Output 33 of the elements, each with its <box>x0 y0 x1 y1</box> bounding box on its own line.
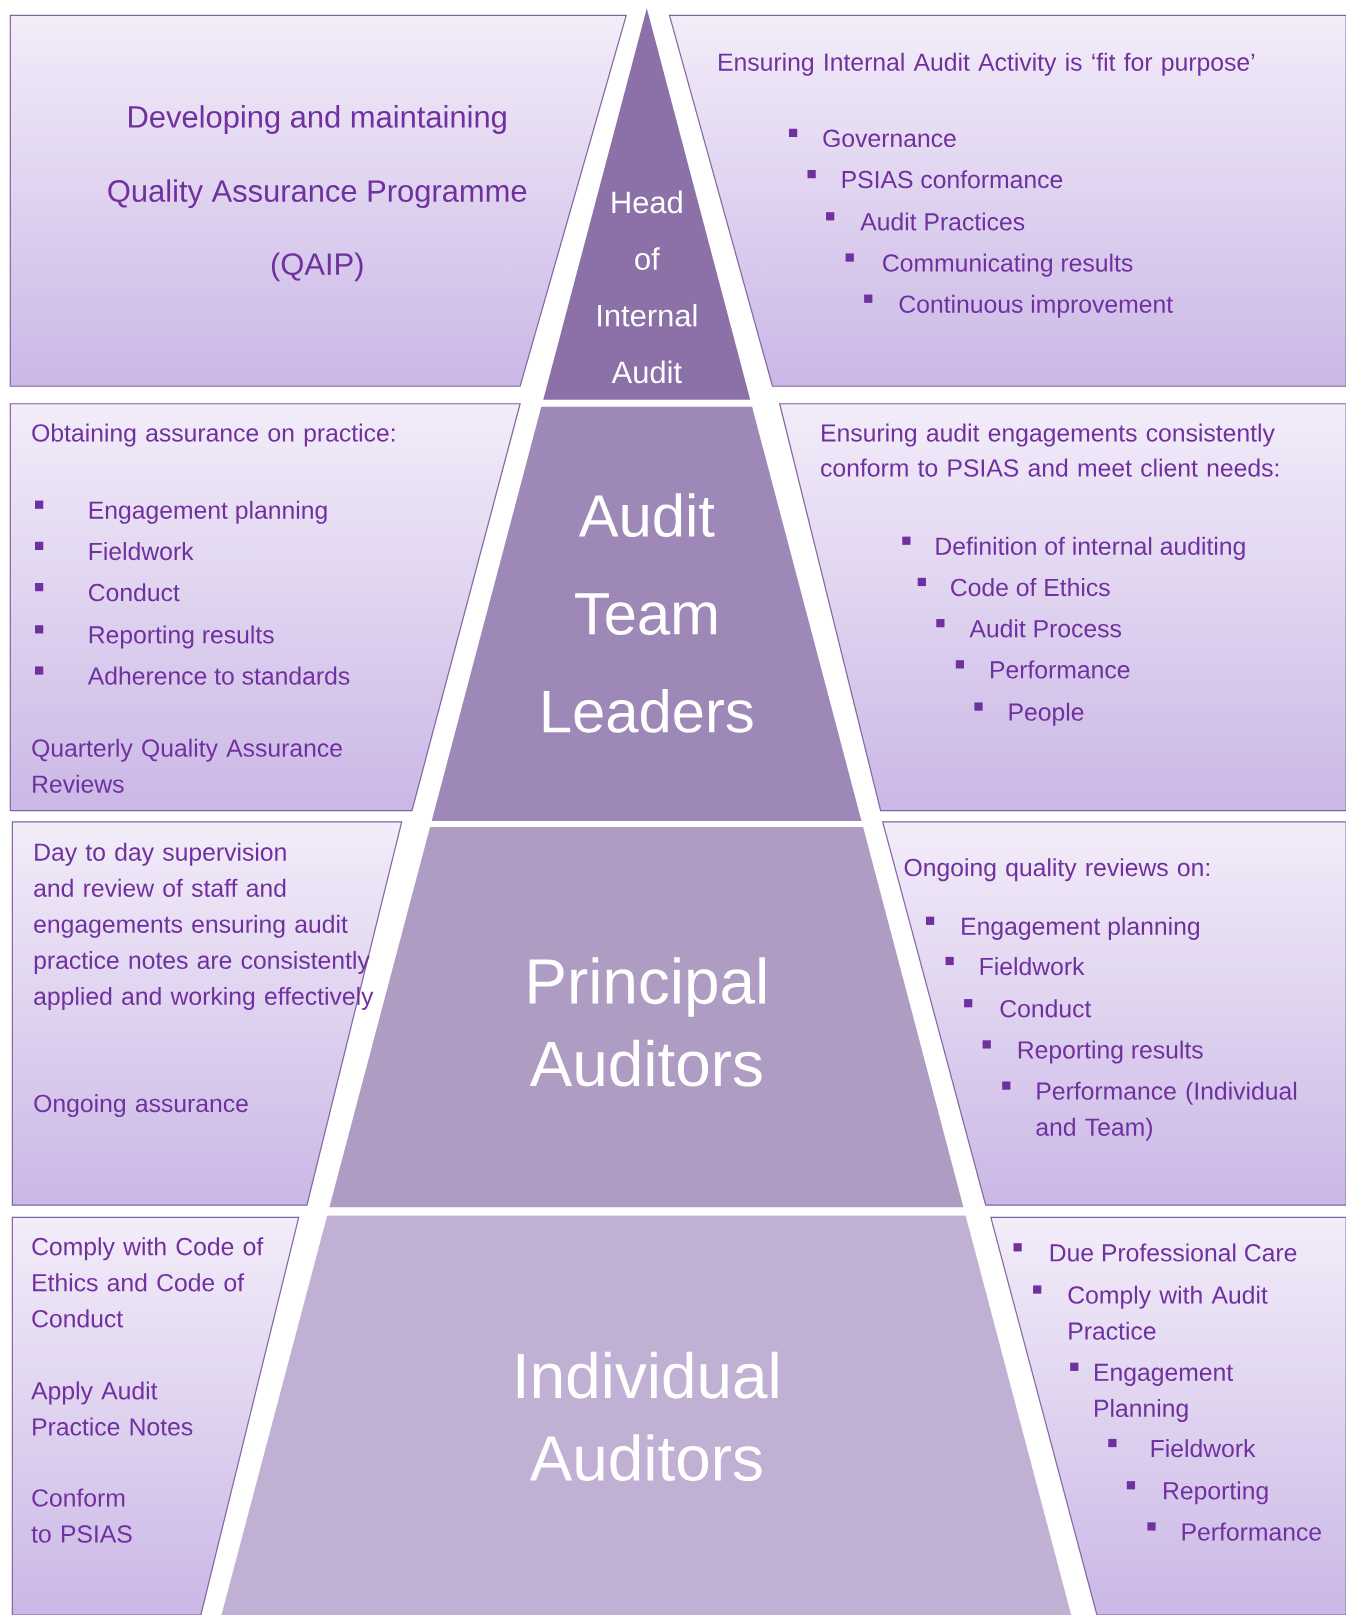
bullet-item: Engagement Planning <box>1070 1362 1233 1422</box>
bullet-item: PSIAS conformance <box>807 169 1063 189</box>
bullet-item: Conduct <box>964 999 1092 1018</box>
heading-text: Developing and maintaining <box>129 105 506 134</box>
paragraph-text: Ongoing assurance <box>34 1094 248 1118</box>
bullet-item: Audit Process <box>936 619 1121 638</box>
bullet-item: Fieldwork <box>1108 1438 1256 1458</box>
paragraph-text: Obtaining assurance on practice: <box>32 423 395 447</box>
bullet-item: Reporting <box>1126 1481 1268 1505</box>
text-panel <box>9 403 521 812</box>
heading-text: (QAIP) <box>271 252 363 282</box>
paragraph-text: Conform to PSIAS <box>31 1488 132 1543</box>
bullet-item: Engagement planning <box>34 500 327 524</box>
bullet-item: Definition of internal auditing <box>902 536 1245 560</box>
bullet-item: Audit Practices <box>825 212 1025 231</box>
bullet-item: Performance <box>955 660 1130 679</box>
bullet-item: Performance <box>1147 1522 1321 1541</box>
bullet-item: Conduct <box>34 583 180 602</box>
bullet-item: Code of Ethics <box>917 577 1110 597</box>
bullet-item: Reporting results <box>982 1040 1203 1064</box>
bullet-item: Governance <box>788 128 956 148</box>
bullet-item: Communicating results <box>845 253 1133 277</box>
heading-text: Quality Assurance Programme <box>108 179 527 209</box>
bullet-item: People <box>974 702 1084 726</box>
bullet-item: Adherence to standards <box>34 666 350 685</box>
text-panel <box>11 821 403 1206</box>
bullet-item: Reporting results <box>34 625 274 649</box>
bullet-item: Fieldwork <box>34 541 194 561</box>
bullet-item: Continuous improvement <box>864 294 1173 318</box>
text-panel <box>11 1216 300 1615</box>
paragraph-text: Apply Audit Practice Notes <box>31 1381 193 1436</box>
bullet-item: Performance (Individual and Team) <box>1002 1081 1296 1141</box>
paragraph-text: Quarterly Quality Assurance Reviews <box>32 738 342 793</box>
